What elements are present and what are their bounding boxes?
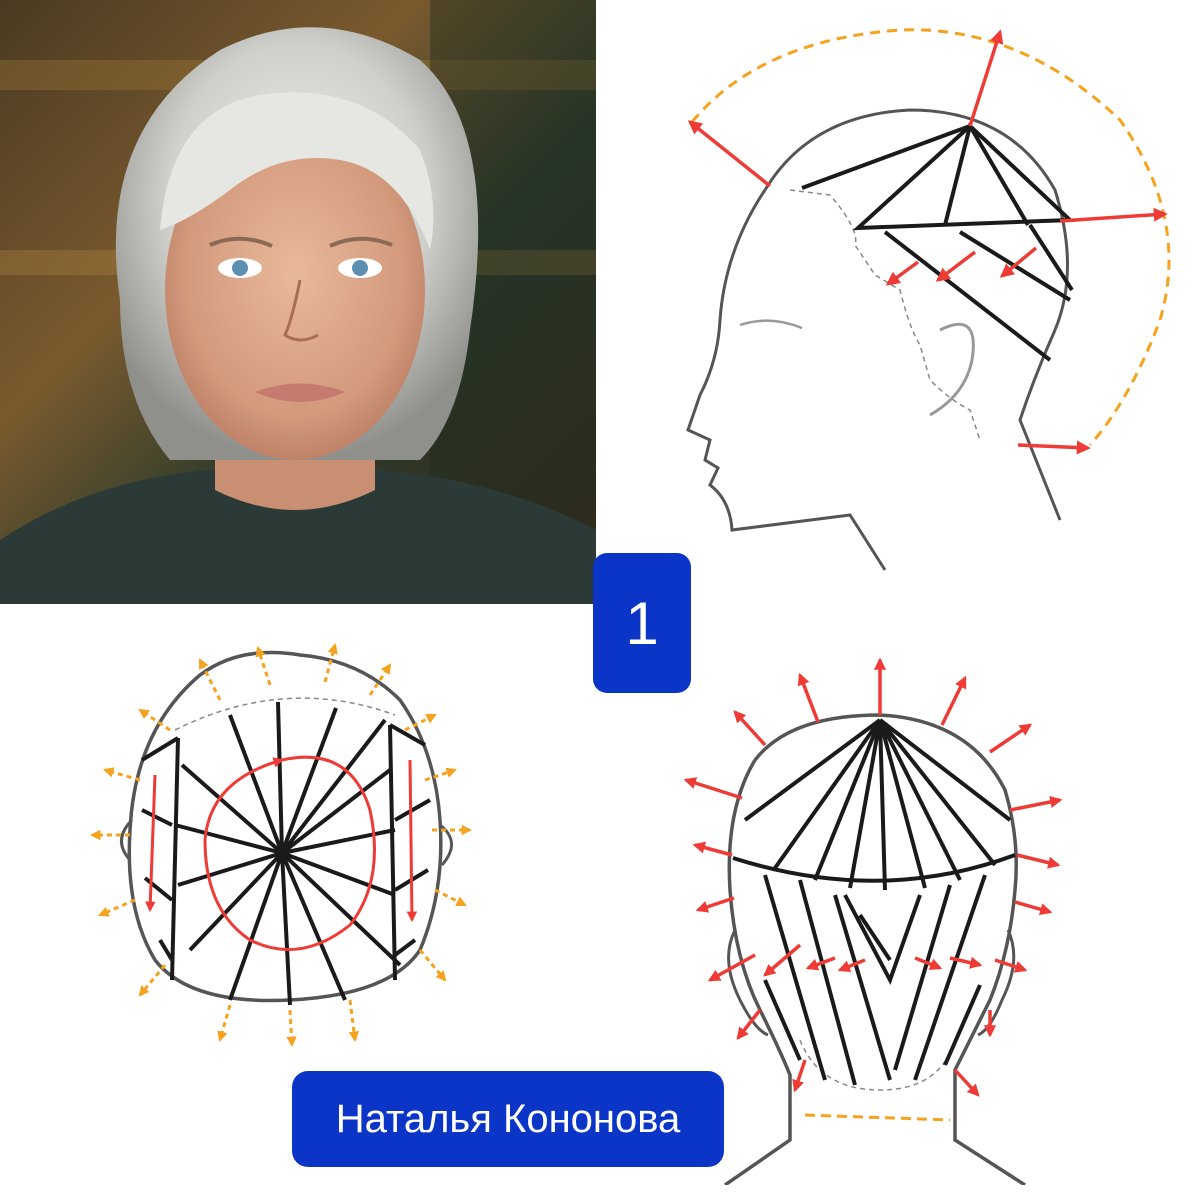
head-back-view-diagram: [650, 640, 1100, 1187]
head-back-view-icon: [683, 657, 1063, 1187]
portrait-photo: [0, 0, 596, 604]
head-top-view-diagram: [60, 620, 520, 1060]
head-side-view-diagram: [600, 0, 1200, 600]
step-number: 1: [625, 589, 659, 657]
head-side-view-icon: [686, 28, 1171, 571]
author-name: Наталья Кононова: [335, 1096, 681, 1141]
step-number-badge: 1: [593, 553, 691, 693]
portrait-photo-icon: [0, 0, 596, 604]
head-top-view-icon: [89, 642, 473, 1048]
author-caption: Наталья Кононова: [292, 1071, 724, 1167]
